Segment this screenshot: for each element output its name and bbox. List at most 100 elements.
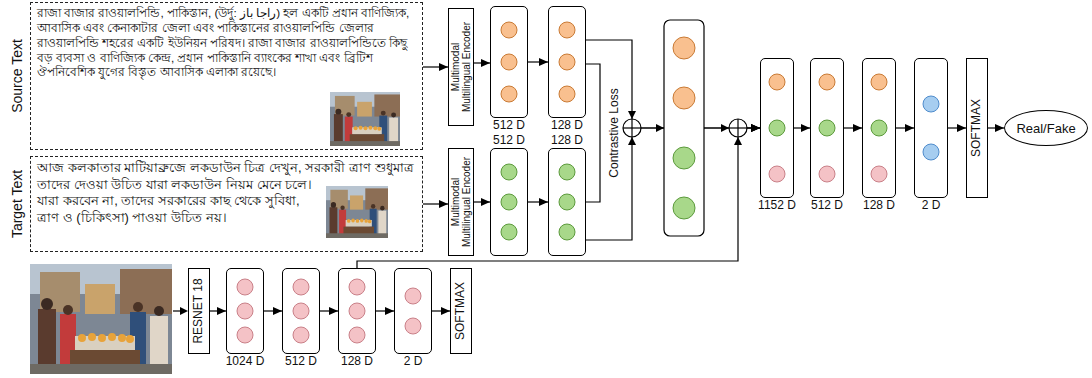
feature-column: 1024 D (226, 268, 264, 354)
neuron (237, 279, 253, 295)
neuron (819, 74, 835, 90)
neuron (769, 74, 785, 90)
dimension-label: 128 D (551, 134, 583, 147)
box-label: Multimodal Multilingual Encoder (450, 19, 472, 115)
dimension-label: 1152 D (758, 199, 796, 212)
connector (210, 310, 226, 311)
neuron (237, 303, 253, 319)
target-photo (326, 186, 388, 238)
image-arrow-line (173, 310, 181, 311)
connector (474, 62, 490, 63)
feature-column: 1152 D (760, 58, 794, 198)
feature-column: 512 D (810, 58, 844, 198)
neuron (871, 74, 887, 90)
neuron (405, 288, 421, 304)
neuron (293, 327, 309, 343)
output-neurons (923, 96, 939, 160)
box-label: SOFTMAX (970, 63, 983, 193)
neuron (501, 164, 517, 180)
neuron (405, 318, 421, 334)
neuron (501, 86, 517, 102)
neuron (819, 120, 835, 136)
neuron (673, 87, 695, 109)
neuron (559, 164, 575, 180)
feature-column: 128 D (548, 148, 586, 256)
fused-column (664, 20, 704, 236)
feature-column: 128 D (862, 58, 896, 198)
neuron (559, 194, 575, 210)
dimension-label: 512 D (493, 134, 525, 147)
dimension-label: 512 D (811, 199, 843, 212)
arrow-head (628, 137, 636, 145)
feature-column: 2 D (914, 58, 948, 198)
dimension-label: 128 D (551, 119, 583, 132)
arrow-head (656, 124, 664, 132)
feature-column: 512 D (282, 268, 320, 354)
neuron (769, 120, 785, 136)
image-neurons (237, 166, 887, 343)
concat-symbol (623, 119, 641, 137)
neuron (559, 224, 575, 240)
neuron (293, 279, 309, 295)
neuron (673, 147, 695, 169)
encoder-box: Multimodal Multilingual Encoder (448, 148, 474, 256)
photo-scene (330, 92, 400, 146)
neuron (559, 54, 575, 70)
neuron (559, 22, 575, 38)
dimension-label: 512 D (493, 119, 525, 132)
neuron (501, 22, 517, 38)
edge-label: Contrastive Loss (607, 86, 621, 179)
feature-column: 128 D (338, 268, 376, 354)
panel-heading: Source Text (9, 39, 25, 113)
box-label: SOFTMAX (454, 273, 467, 349)
connector (948, 127, 966, 128)
dimension-label: 512 D (285, 355, 317, 368)
feature-column: 512 D (490, 6, 528, 118)
concat-cross (631, 119, 632, 137)
panel-body: আজ কলকাতার মাটিয়াব্রুজে লকডাউন চিত্র দে… (37, 160, 416, 226)
dimension-label: 2 D (922, 199, 941, 212)
neuron (673, 37, 695, 59)
connector (528, 201, 548, 202)
concat-cross (737, 119, 738, 137)
neuron (819, 166, 835, 182)
connector (474, 201, 490, 202)
feature-column: 128 D (548, 6, 586, 118)
feature-column: 2 D (394, 268, 432, 354)
photo-scene (326, 186, 388, 238)
neuron (871, 120, 887, 136)
dimension-label: 1024 D (226, 355, 265, 368)
connector (376, 310, 394, 311)
target-neurons (501, 120, 887, 240)
input-panel: Source Textরাজা বাজার রাওয়ালপিন্ডি, পাক… (30, 2, 423, 150)
neuron (349, 327, 365, 343)
feature-column: 512 D (490, 148, 528, 256)
neuron (501, 54, 517, 70)
neuron (349, 279, 365, 295)
box-label: RESNET 18 (192, 273, 205, 349)
neuron (871, 166, 887, 182)
connector (896, 127, 914, 128)
dimension-label: 128 D (863, 199, 895, 212)
connector (432, 310, 450, 311)
dimension-label: 2 D (404, 355, 423, 368)
neuron (237, 327, 253, 343)
input-image (30, 264, 172, 374)
image-arrow-head (180, 307, 188, 315)
connector (844, 127, 862, 128)
arrow-head (628, 111, 636, 119)
panel-heading: Target Text (9, 170, 25, 238)
neuron (923, 96, 939, 112)
neuron (559, 86, 575, 102)
connector (528, 61, 548, 62)
neuron (923, 144, 939, 160)
source-neurons (501, 22, 887, 109)
photo-scene (30, 264, 172, 374)
input-panel: Target Textআজ কলকাতার মাটিয়াব্রুজে লকডা… (30, 156, 423, 252)
output-ellipse: Real/Fake (1004, 110, 1088, 146)
neuron (349, 303, 365, 319)
resnet-box: RESNET 18 (188, 268, 210, 354)
arrow-head (734, 137, 742, 145)
softmax-box: SOFTMAX (966, 58, 988, 198)
